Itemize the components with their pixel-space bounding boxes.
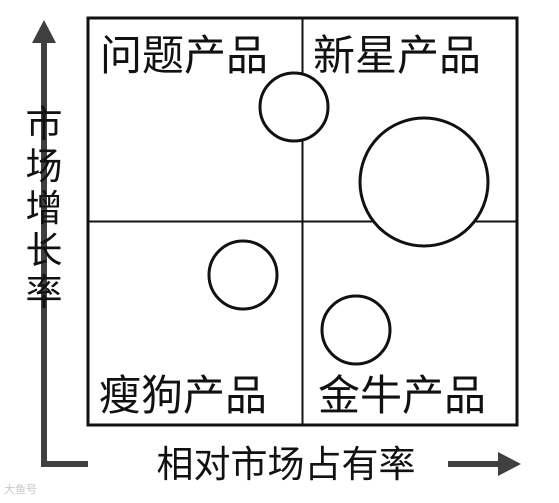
bubble-question-star-boundary [258,71,330,143]
x-axis-label: 相对市场占有率 [157,443,416,486]
quadrant-label-dog-products: 瘦狗产品 [99,371,267,420]
y-axis-label-char-3: 长 [26,229,63,272]
y-axis-label-char-2: 增 [26,187,63,230]
quadrant-label-question-products: 问题产品 [100,31,268,80]
quadrant-label-star-products: 新星产品 [313,31,481,80]
y-axis-label-char-1: 场 [26,145,63,188]
y-axis-label-char-0: 市 [26,103,63,146]
x-axis-arrowhead [498,452,521,476]
bubble-dog [207,239,279,311]
x-axis: 相对市场占有率 [157,443,521,486]
y-axis-arrowhead [32,20,56,43]
bubble-star-large [358,116,490,248]
bubble-cash-cow [320,294,392,366]
axis-corner [41,460,88,467]
y-axis-label-char-4: 率 [26,271,63,314]
watermark-text: 大鱼号 [4,483,37,496]
quadrant-label-cash-cow-products: 金牛产品 [318,371,486,420]
y-axis: 市 场 增 长 率 [26,20,88,467]
